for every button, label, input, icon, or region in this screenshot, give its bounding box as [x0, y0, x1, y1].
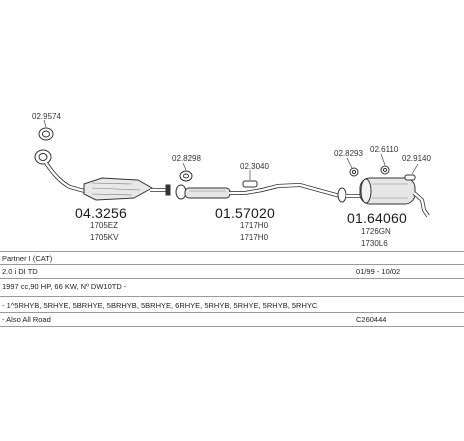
- leader-line: [43, 119, 47, 128]
- oe-number: 1717H0: [240, 221, 269, 230]
- ref-02-9140: 02.9140: [402, 154, 431, 163]
- date-range: 01/99 - 10/02: [356, 267, 401, 276]
- ref-02-8293: 02.8293: [334, 149, 363, 158]
- ref-02-3040: 02.3040: [240, 162, 269, 171]
- clamp-icon: [179, 170, 193, 182]
- note: - Also All Road: [2, 315, 51, 324]
- rear-silencer-icon: [346, 177, 430, 218]
- tail-gasket-icon: [404, 174, 416, 181]
- engine-codes: - 1^5RHYB, 5RHYE, 5BRHYE, 5BRHYB, 5BRHYE…: [2, 301, 318, 310]
- part-number-front: 04.3256: [75, 205, 128, 221]
- engine: 2.0 i DI TD: [2, 267, 38, 276]
- rubber-hanger-icon: [349, 167, 359, 177]
- oe-number: 1726GN: [361, 227, 391, 236]
- divider: [0, 296, 464, 297]
- leader-line: [411, 163, 419, 175]
- leader-line: [380, 153, 386, 166]
- divider: [0, 312, 464, 313]
- divider: [0, 326, 464, 327]
- connecting-pipe-icon: [244, 182, 341, 198]
- leader-line: [346, 157, 353, 169]
- oe-number: 1705KV: [90, 233, 119, 242]
- oe-number: 1717H0: [240, 233, 269, 242]
- leader-line: [182, 162, 187, 171]
- divider: [0, 278, 464, 279]
- oe-number: 1730L6: [361, 239, 388, 248]
- engine-spec: 1997 cc,90 HP, 66 KW, Nº DW10TD -: [2, 282, 127, 291]
- part-number-middle: 01.57020: [215, 205, 275, 221]
- ref-02-6110: 02.6110: [370, 145, 399, 154]
- hanger-icon: [242, 180, 258, 188]
- oe-number: 1705EZ: [90, 221, 119, 230]
- rubber-hanger-icon: [380, 165, 390, 175]
- divider: [0, 251, 464, 252]
- gasket-icon: [38, 127, 54, 141]
- ref-02-8298: 02.8298: [172, 154, 201, 163]
- divider: [0, 264, 464, 265]
- middle-silencer-icon: [175, 184, 245, 200]
- ref-02-9574: 02.9574: [32, 112, 61, 121]
- model-name: Partner I (CAT): [2, 254, 53, 263]
- rear-clamp-icon: [337, 187, 347, 203]
- part-number-rear: 01.64060: [347, 210, 407, 226]
- front-pipe-catalyst-icon: [34, 149, 171, 201]
- catalog-code: C260444: [356, 315, 387, 324]
